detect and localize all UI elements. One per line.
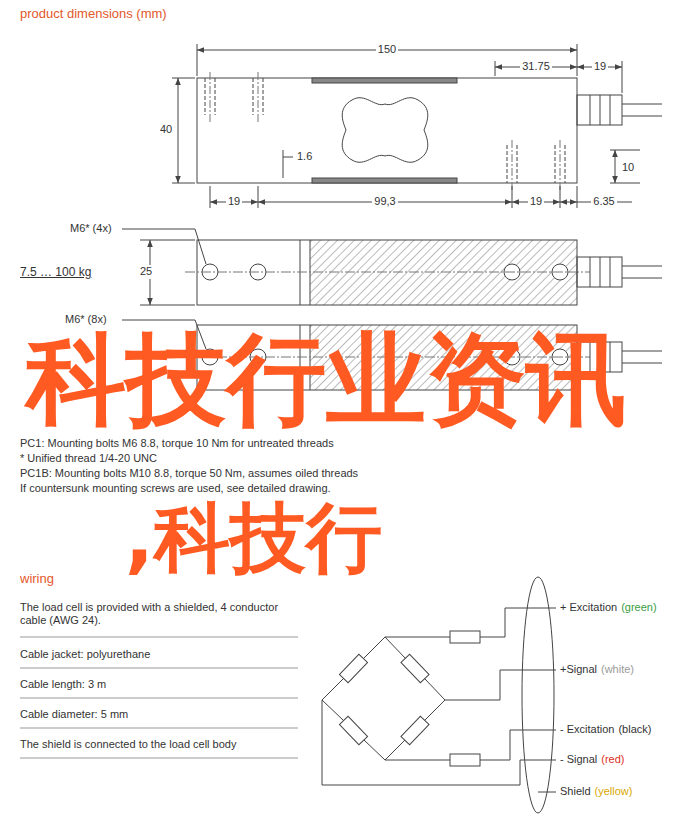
spec-row: The shield is connected to the load cell… [20, 738, 236, 751]
dimension: 99,3 [372, 195, 397, 208]
note: If countersunk mounting screws are used,… [20, 482, 331, 495]
dimension: 6.35 [591, 195, 616, 208]
wire-color: (green) [621, 601, 656, 614]
wire-color: (yellow) [595, 785, 633, 798]
wire-color: (white) [601, 663, 634, 676]
thread-callout: M6* (8x) [65, 313, 107, 326]
dimension: 1.6 [297, 150, 312, 163]
wire-name: - Excitation [560, 723, 614, 736]
dimension: 19 [592, 60, 608, 73]
wire-color: (red) [601, 753, 624, 766]
dimension: 31.75 [520, 60, 552, 73]
spec-row: The load cell is provided with a shielde… [20, 601, 305, 627]
dimension: 25 [138, 265, 154, 278]
dimension: 19 [528, 195, 544, 208]
note: * Unified thread 1/4-20 UNC [20, 452, 157, 465]
wire-label-row: - Signal (red) [560, 753, 625, 766]
wire-label-row: +Signal (white) [560, 663, 634, 676]
dimension: 10 [622, 161, 634, 174]
wire-label-row: - Excitation (black) [560, 723, 651, 736]
wire-label-row: Shield (yellow) [560, 785, 632, 798]
section-title: product dimensions (mm) [20, 6, 167, 22]
dimension: 150 [376, 43, 398, 56]
spec-row: Cable length: 3 m [20, 678, 106, 691]
thread-callout: M6* (4x) [70, 222, 112, 235]
capacity-range: 7.5 … 100 kg [20, 265, 91, 279]
note: PC1: Mounting bolts M6 8.8, torque 10 Nm… [20, 437, 334, 450]
wire-name: - Signal [560, 753, 597, 766]
wire-name: Shield [560, 785, 591, 798]
section-title: wiring [20, 571, 54, 587]
wire-color: (black) [618, 723, 651, 736]
note: PC1B: Mounting bolts M10 8.8, torque 50 … [20, 467, 358, 480]
wire-name: + Excitation [560, 601, 617, 614]
dimension: 19 [226, 195, 242, 208]
watermark: 科技行业资讯 [26, 330, 626, 430]
wire-name: +Signal [560, 663, 597, 676]
dimension: 40 [160, 123, 172, 136]
spec-row: Cable diameter: 5 mm [20, 708, 128, 721]
wire-label-row: + Excitation (green) [560, 601, 657, 614]
spec-row: Cable jacket: polyurethane [20, 648, 150, 661]
watermark: ,科技行 [125, 500, 382, 576]
